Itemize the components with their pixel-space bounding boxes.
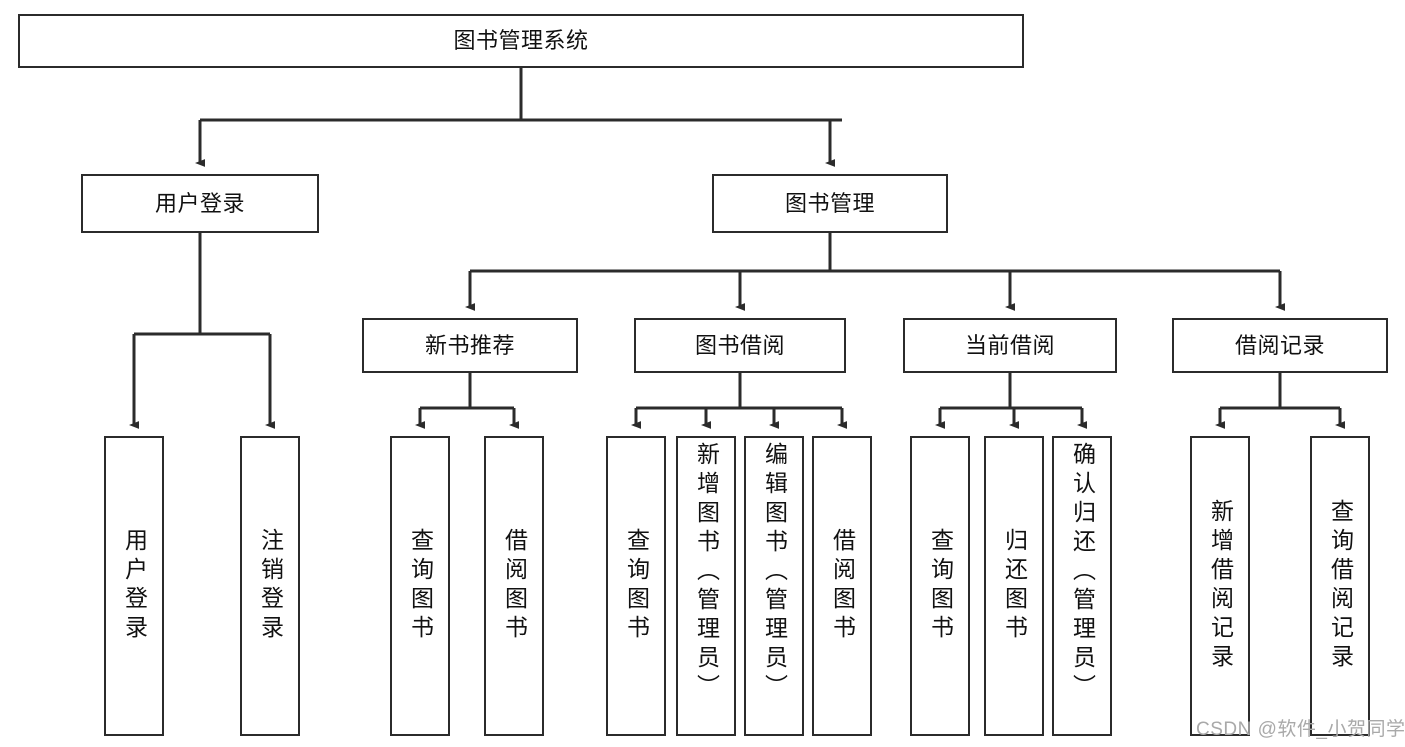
node-new-book-recommend-label: 新书推荐	[424, 332, 515, 358]
node-book-borrow-label: 图书借阅	[694, 332, 785, 358]
node-leaf-query-book-borrow-label: 查询图书	[623, 528, 650, 644]
node-leaf-query-borrow-record[interactable]: 查询借阅记录	[1310, 436, 1370, 736]
node-leaf-query-book-current[interactable]: 查询图书	[910, 436, 970, 736]
node-leaf-add-borrow-record[interactable]: 新增借阅记录	[1190, 436, 1250, 736]
node-leaf-return-book-label: 归还图书	[1001, 528, 1028, 644]
node-book-manage[interactable]: 图书管理	[712, 174, 948, 233]
node-leaf-confirm-return-label: 确认归还（管理员）	[1069, 442, 1096, 703]
node-root-label: 图书管理系统	[453, 28, 589, 54]
edge-borrowrecord-to-children	[1215, 373, 1345, 429]
node-leaf-query-book-borrow[interactable]: 查询图书	[606, 436, 666, 736]
node-leaf-user-login[interactable]: 用户登录	[104, 436, 164, 736]
node-leaf-query-book-recommend[interactable]: 查询图书	[390, 436, 450, 736]
node-leaf-borrow-book[interactable]: 借阅图书	[812, 436, 872, 736]
node-book-borrow[interactable]: 图书借阅	[634, 318, 846, 373]
node-leaf-logout[interactable]: 注销登录	[240, 436, 300, 736]
node-leaf-add-book-label: 新增图书（管理员）	[693, 442, 720, 703]
edge-root-to-level1	[195, 68, 842, 167]
node-book-manage-label: 图书管理	[784, 190, 875, 216]
node-leaf-confirm-return[interactable]: 确认归还（管理员）	[1052, 436, 1112, 736]
node-leaf-return-book[interactable]: 归还图书	[984, 436, 1044, 736]
node-user-login-label: 用户登录	[154, 190, 245, 216]
node-leaf-query-book-current-label: 查询图书	[927, 528, 954, 644]
node-leaf-query-borrow-record-label: 查询借阅记录	[1327, 499, 1354, 673]
edge-userlogin-to-children	[129, 233, 275, 429]
edge-currentborrow-to-children	[935, 373, 1087, 429]
node-leaf-borrow-book-recommend[interactable]: 借阅图书	[484, 436, 544, 736]
node-current-borrow[interactable]: 当前借阅	[903, 318, 1117, 373]
node-leaf-add-borrow-record-label: 新增借阅记录	[1207, 499, 1234, 673]
node-leaf-edit-book-label: 编辑图书（管理员）	[761, 442, 788, 703]
node-leaf-query-book-recommend-label: 查询图书	[407, 528, 434, 644]
node-leaf-borrow-book-recommend-label: 借阅图书	[501, 528, 528, 644]
node-root[interactable]: 图书管理系统	[18, 14, 1024, 68]
node-borrow-record[interactable]: 借阅记录	[1172, 318, 1388, 373]
node-user-login[interactable]: 用户登录	[81, 174, 319, 233]
edge-bookmanage-to-level2	[465, 233, 1285, 311]
edge-bookborrow-to-children	[631, 373, 847, 429]
watermark: CSDN @软件_小贺同学	[1196, 719, 1405, 740]
node-leaf-borrow-book-label: 借阅图书	[829, 528, 856, 644]
node-borrow-record-label: 借阅记录	[1234, 332, 1325, 358]
node-leaf-add-book[interactable]: 新增图书（管理员）	[676, 436, 736, 736]
node-new-book-recommend[interactable]: 新书推荐	[362, 318, 578, 373]
node-leaf-edit-book[interactable]: 编辑图书（管理员）	[744, 436, 804, 736]
node-leaf-user-login-label: 用户登录	[121, 528, 148, 644]
node-current-borrow-label: 当前借阅	[964, 332, 1055, 358]
node-leaf-logout-label: 注销登录	[257, 528, 284, 644]
edge-newbook-to-children	[415, 373, 519, 429]
